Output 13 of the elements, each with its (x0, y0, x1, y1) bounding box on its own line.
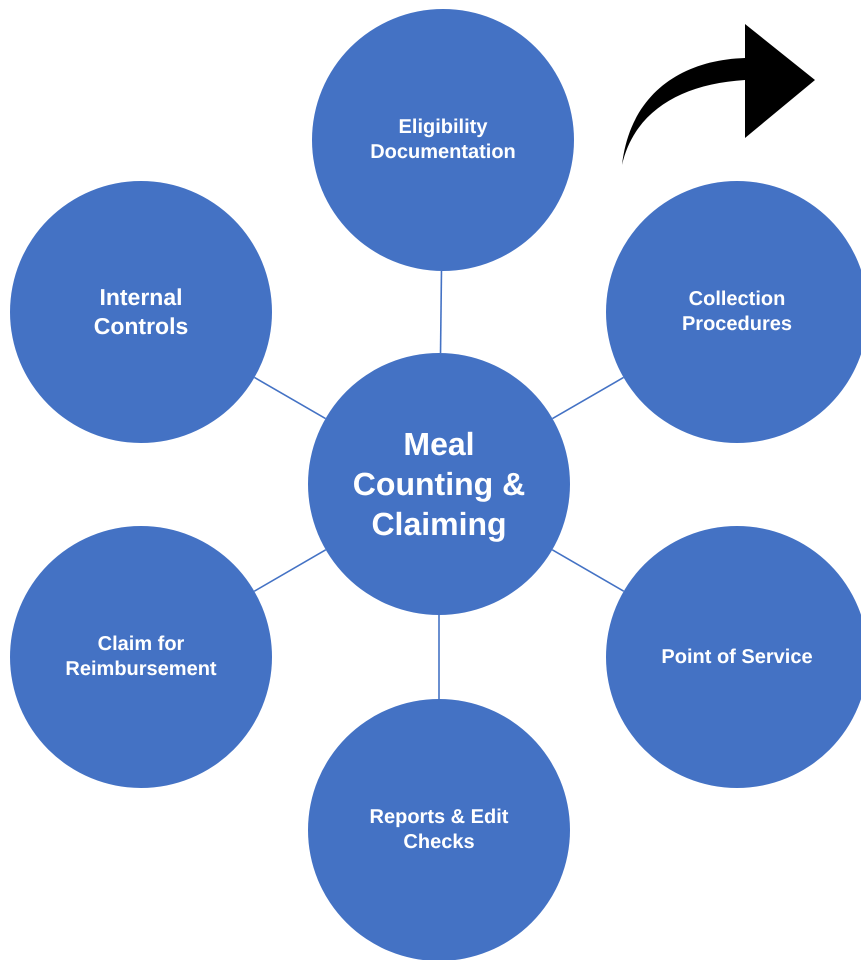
connector-line (552, 376, 624, 420)
connector-line (440, 270, 442, 354)
hub-label: Meal Counting & Claiming (352, 425, 526, 544)
connector-line (254, 549, 326, 592)
node-label: Eligibility Documentation (369, 115, 517, 165)
node-label: Internal Controls (92, 283, 190, 341)
connector-line (438, 615, 440, 699)
node-label: Claim for Reimbursement (64, 632, 218, 682)
node-label: Collection Procedures (680, 287, 794, 337)
connector-line (552, 549, 624, 592)
node-label: Point of Service (661, 644, 813, 670)
node-label: Reports & Edit Checks (368, 805, 510, 855)
connector-line (254, 376, 326, 420)
